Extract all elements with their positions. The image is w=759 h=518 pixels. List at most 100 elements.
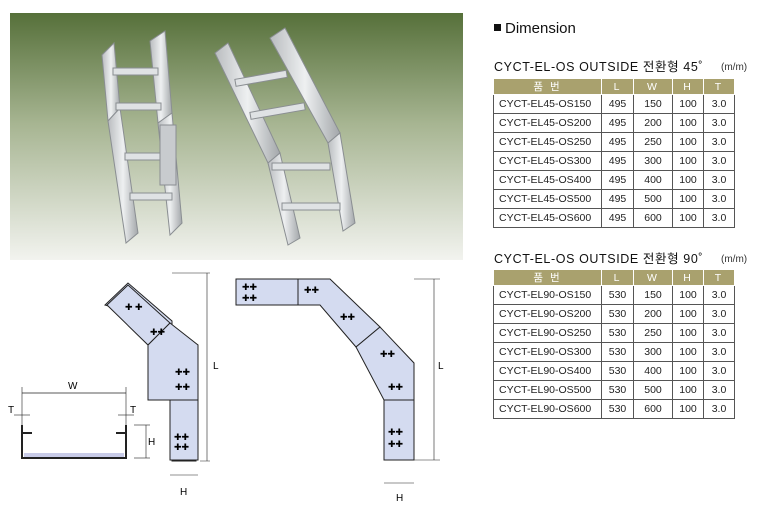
value-cell: 250 [633, 132, 673, 152]
technical-drawings: W T T H ✚✚ ✚✚ ✚✚ ✚✚ ✚ ✚ ✚✚ [0, 265, 470, 513]
value-cell: 400 [633, 170, 673, 190]
value-cell: 495 [601, 189, 634, 209]
svg-text:✚✚: ✚✚ [150, 327, 166, 337]
table-header-row: 품 번 L W H T [493, 78, 735, 95]
svg-text:✚✚: ✚✚ [388, 382, 404, 392]
value-cell: 100 [672, 323, 704, 343]
value-cell: 300 [633, 151, 673, 171]
value-cell: 100 [672, 380, 704, 400]
value-cell: 400 [633, 361, 673, 381]
dimension-heading: Dimension [494, 20, 576, 37]
model-code-cell: CYCT-EL45-OS400 [493, 170, 602, 190]
elbow-90-diagram: ✚✚ ✚✚ ✚✚ ✚✚ ✚✚ ✚✚ ✚✚ ✚✚ L H [235, 278, 444, 504]
svg-text:✚✚: ✚✚ [175, 382, 191, 392]
model-code-cell: CYCT-EL45-OS250 [493, 132, 602, 152]
value-cell: 3.0 [703, 380, 735, 400]
value-cell: 100 [672, 151, 704, 171]
value-cell: 150 [633, 94, 673, 114]
value-cell: 600 [633, 399, 673, 419]
col-header: 품 번 [493, 78, 602, 95]
value-cell: 100 [672, 361, 704, 381]
value-cell: 600 [633, 208, 673, 228]
value-cell: 3.0 [703, 342, 735, 362]
model-code-cell: CYCT-EL90-OS250 [493, 323, 602, 343]
length-label-45: L [213, 361, 219, 372]
elbow-90-photo [214, 27, 356, 246]
svg-text:✚✚: ✚✚ [242, 293, 258, 303]
thickness-label-left: T [8, 405, 14, 416]
svg-text:✚✚: ✚✚ [242, 282, 258, 292]
value-cell: 250 [633, 323, 673, 343]
height-label-45: H [180, 487, 187, 498]
elbow-45-photo [101, 30, 183, 244]
col-header: W [633, 78, 673, 95]
model-code-cell: CYCT-EL45-OS500 [493, 189, 602, 209]
model-code-cell: CYCT-EL90-OS300 [493, 342, 602, 362]
height-label: H [148, 437, 155, 448]
col-header: L [601, 78, 634, 95]
svg-text:✚✚: ✚✚ [174, 442, 190, 452]
dimension-heading-text: Dimension [505, 20, 576, 37]
svg-text:✚ ✚: ✚ ✚ [125, 302, 143, 312]
value-cell: 100 [672, 208, 704, 228]
value-cell: 500 [633, 380, 673, 400]
value-cell: 530 [601, 380, 634, 400]
unit-label-90: (m/m) [721, 254, 748, 265]
thickness-label-right: T [130, 405, 136, 416]
value-cell: 495 [601, 151, 634, 171]
value-cell: 3.0 [703, 399, 735, 419]
col-header: H [672, 269, 704, 286]
svg-text:✚✚: ✚✚ [388, 439, 404, 449]
svg-text:✚✚: ✚✚ [388, 427, 404, 437]
value-cell: 3.0 [703, 323, 735, 343]
length-label-90: L [438, 361, 444, 372]
value-cell: 100 [672, 399, 704, 419]
value-cell: 530 [601, 399, 634, 419]
value-cell: 495 [601, 113, 634, 133]
value-cell: 3.0 [703, 170, 735, 190]
model-code-cell: CYCT-EL90-OS150 [493, 285, 602, 305]
value-cell: 3.0 [703, 151, 735, 171]
model-code-cell: CYCT-EL90-OS400 [493, 361, 602, 381]
model-code-cell: CYCT-EL45-OS600 [493, 208, 602, 228]
cross-section-diagram: W T T H [8, 381, 155, 459]
svg-text:✚✚: ✚✚ [304, 285, 320, 295]
value-cell: 3.0 [703, 189, 735, 209]
value-cell: 530 [601, 342, 634, 362]
value-cell: 100 [672, 189, 704, 209]
col-header: W [633, 269, 673, 286]
value-cell: 530 [601, 361, 634, 381]
value-cell: 3.0 [703, 94, 735, 114]
value-cell: 530 [601, 304, 634, 324]
value-cell: 495 [601, 208, 634, 228]
value-cell: 100 [672, 94, 704, 114]
product-photo [10, 13, 463, 260]
value-cell: 3.0 [703, 208, 735, 228]
value-cell: 495 [601, 170, 634, 190]
value-cell: 3.0 [703, 132, 735, 152]
value-cell: 100 [672, 285, 704, 305]
value-cell: 495 [601, 132, 634, 152]
svg-text:✚✚: ✚✚ [174, 432, 190, 442]
col-header: T [703, 78, 735, 95]
model-code-cell: CYCT-EL45-OS150 [493, 94, 602, 114]
value-cell: 3.0 [703, 304, 735, 324]
table-45-title: CYCT-EL-OS OUTSIDE 전환형 45˚ [494, 60, 704, 74]
model-code-cell: CYCT-EL90-OS500 [493, 380, 602, 400]
value-cell: 300 [633, 342, 673, 362]
value-cell: 100 [672, 113, 704, 133]
svg-text:✚✚: ✚✚ [340, 312, 356, 322]
bullet-square-icon [494, 24, 501, 31]
value-cell: 100 [672, 342, 704, 362]
